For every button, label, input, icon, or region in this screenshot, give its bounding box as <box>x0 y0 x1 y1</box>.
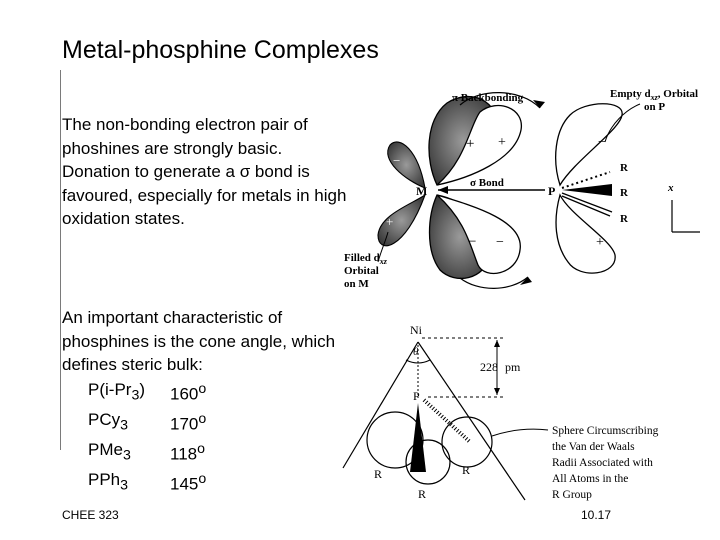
cone-angle-value: 118o <box>170 440 205 464</box>
plus-sign: + <box>466 136 474 152</box>
cone-wedge <box>410 403 426 472</box>
sphere-right <box>441 416 493 468</box>
p-label: P <box>413 389 420 403</box>
distance-arrowhead-up <box>494 340 500 347</box>
sphere-caption: R Group <box>552 489 592 501</box>
sphere-caption: All Atoms in the <box>552 473 628 485</box>
sphere-caption: Sphere Circumscribing <box>552 425 659 437</box>
basicity-paragraph: The non-bonding electron pair of phoshin… <box>62 113 352 231</box>
empty-orbital-label-line3: on P <box>644 101 665 113</box>
sigma-bond-label: σ Bond <box>470 177 504 189</box>
metal-dxz-lobe-upper-open <box>436 104 522 186</box>
p-dxz-lobe-lower <box>555 193 616 274</box>
ligand-name: PMe3 <box>88 439 131 464</box>
ligand-name: PPh3 <box>88 469 129 494</box>
empty-orbital-leader <box>604 103 641 143</box>
r-label-middle: R <box>620 187 629 199</box>
filled-orbital-label-line2: Orbital <box>344 265 379 277</box>
footer-slide-number: 10.17 <box>581 508 612 522</box>
sphere-caption: the Van der Waals <box>552 441 635 453</box>
backbond-arrowhead-top <box>533 100 545 108</box>
distance-unit: pm <box>505 360 521 374</box>
distance-arrowhead-down <box>494 388 500 395</box>
metal-dxz-lobe-lower-open <box>436 194 521 274</box>
vertical-divider <box>60 70 61 450</box>
minus-sign: − <box>598 135 606 150</box>
ni-label: Ni <box>410 323 423 337</box>
x-axis-label: x <box>667 182 674 194</box>
backbonding-arrow-top <box>459 92 541 109</box>
backbond-arrowhead-bottom <box>520 277 532 285</box>
backbonding-arrow-bottom <box>459 276 529 289</box>
distance-label: 228 <box>480 360 498 374</box>
metal-label: M <box>416 184 427 198</box>
r-label-bottom: R <box>620 213 629 225</box>
footer-course: CHEE 323 <box>62 508 119 522</box>
cone-angle-value: 145o <box>170 470 207 494</box>
cone-angle-row: PPh3 145o <box>88 468 206 498</box>
slide-title: Metal-phosphine Complexes <box>62 36 379 64</box>
theta-label: θ <box>413 346 419 358</box>
sigma-arrowhead <box>438 186 448 194</box>
plain-bond-2 <box>561 195 611 217</box>
cone-edge-right <box>417 341 526 501</box>
metal-small-lobe-lower <box>377 193 427 247</box>
ligand-name: PCy3 <box>88 409 128 434</box>
plus-sign: + <box>498 135 506 150</box>
empty-orbital-label: Empty dxz, Orbital <box>610 88 698 102</box>
cone-angle-row: PCy3 170o <box>88 408 206 438</box>
wedge-bond <box>562 184 612 196</box>
minus-sign: − <box>468 234 476 250</box>
cone-angle-list: P(i-Pr3) 160o PCy3 170o PMe3 118o PPh3 1… <box>88 378 206 498</box>
cone-angle-paragraph: An important characteristic of phosphine… <box>62 308 336 374</box>
plus-sign: + <box>386 214 393 229</box>
pi-backbonding-label: π Backbonding <box>452 92 524 104</box>
filled-orbital-leader <box>377 231 389 263</box>
ligand-name: P(i-Pr3) <box>88 380 145 404</box>
filled-orbital-label: Filled dxz <box>344 252 388 266</box>
r-bottom-label: R <box>418 487 426 501</box>
r-label-top: R <box>620 162 629 174</box>
dashed-bond <box>561 171 611 189</box>
r-right-label: R <box>462 463 470 477</box>
hashed-bond <box>422 398 472 444</box>
minus-sign: − <box>393 153 400 168</box>
sigma-symbol: σ <box>239 162 251 181</box>
filled-orbital-label-line3: on M <box>344 278 369 290</box>
sphere-caption: Radii Associated with <box>552 457 653 469</box>
p-dxz-lobe-upper <box>555 103 623 187</box>
metal-small-lobe-upper <box>387 141 426 189</box>
cone-angle-row: PMe3 118o <box>88 438 206 468</box>
cone-angle-value: 170o <box>170 410 207 434</box>
r-left-label: R <box>374 467 382 481</box>
cone-angle-row: P(i-Pr3) 160o <box>88 378 206 408</box>
sphere-leader <box>491 428 549 437</box>
cone-edge-left <box>342 341 419 469</box>
sphere-bottom <box>405 439 451 485</box>
phosphorus-label: P <box>548 184 555 198</box>
cone-angle-value: 160o <box>170 381 207 404</box>
cone-diagram <box>342 337 549 501</box>
para1-text-a: The non-bonding electron pair of phoshin… <box>62 115 308 181</box>
minus-sign: − <box>496 235 504 250</box>
plain-bond <box>561 192 613 213</box>
plus-sign: + <box>596 235 604 250</box>
para1-text-b: bond is favoured, especially for metals … <box>62 162 347 228</box>
